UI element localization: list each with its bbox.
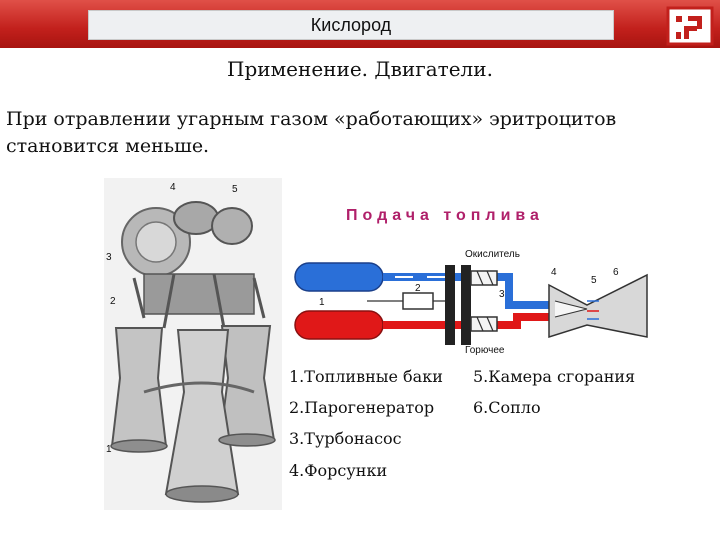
legend-item-6: 6.Сопло bbox=[473, 398, 541, 417]
photo-label-4: 4 bbox=[170, 182, 176, 193]
schema-title: Подача топлива bbox=[346, 207, 544, 224]
photo-label-5: 5 bbox=[232, 184, 238, 195]
fuel-supply-schema: 1 2 3 4 5 6 Окислитель Горючее bbox=[294, 249, 648, 355]
slide-heading: Применение. Двигатели. bbox=[227, 57, 493, 81]
slide-title: Кислород bbox=[310, 14, 392, 35]
schema-number-5: 5 bbox=[591, 275, 597, 286]
fuel-label: Горючее bbox=[465, 345, 505, 355]
legend-item-2: 2.Парогенератор bbox=[289, 398, 435, 417]
photo-label-3: 3 bbox=[106, 252, 112, 263]
legend-item-3: 3.Турбонасос bbox=[289, 429, 402, 448]
oxidizer-label: Окислитель bbox=[465, 249, 520, 260]
schema-number-1: 1 bbox=[319, 297, 325, 308]
slide-title-box: Кислород bbox=[88, 10, 614, 40]
engine-photo: 4 5 3 2 1 bbox=[104, 178, 282, 510]
slide-body-text: При отравлении угарным газом «работающих… bbox=[6, 108, 617, 157]
schema-number-3: 3 bbox=[499, 289, 505, 300]
legend-item-4: 4.Форсунки bbox=[289, 461, 388, 480]
legend-item-1: 1.Топливные баки bbox=[289, 367, 443, 386]
schema-number-6: 6 bbox=[613, 267, 619, 278]
photo-label-1: 1 bbox=[106, 444, 112, 455]
legend-item-5: 5.Камера сгорания bbox=[473, 367, 636, 386]
schema-number-2: 2 bbox=[415, 283, 421, 294]
schema-number-4: 4 bbox=[551, 267, 557, 278]
logo-icon bbox=[666, 6, 714, 46]
photo-label-2: 2 bbox=[110, 296, 116, 307]
